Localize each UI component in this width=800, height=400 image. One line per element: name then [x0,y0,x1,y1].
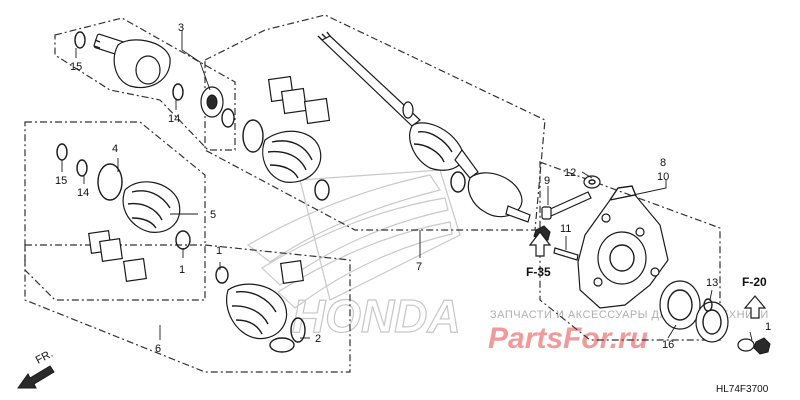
boot-kit-5 [56,143,191,282]
callout-12: 12 [564,167,576,179]
callout-15-lower: 15 [55,175,67,187]
callout-9: 9 [544,175,550,187]
callout-2: 2 [315,333,321,345]
washer-12 [583,175,601,189]
callout-6: 6 [155,343,161,355]
callout-1-right: 1 [765,321,771,333]
callout-4: 4 [112,143,118,155]
callout-1-mid: 1 [216,245,222,257]
group-box-6 [24,244,351,373]
callout-3: 3 [178,22,184,34]
snap-ring-15a [74,31,86,49]
callout-5: 5 [210,209,216,221]
group-box-8-10 [539,161,721,341]
group-box-7 [204,14,546,231]
honda-logo-watermark: HONDA [292,290,461,342]
callout-7: 7 [416,261,422,273]
knuckle-hub [577,185,669,309]
bearing-16 [659,280,729,343]
honda-wing-watermark [246,169,461,309]
ref-arrow-f20 [743,295,767,319]
boot-kit-6 [215,260,306,353]
callout-14-upper: 14 [168,113,180,125]
boot-kit-upper [242,75,331,201]
snap-ring-upper [221,108,235,128]
snap-ring-13 [703,298,713,312]
stud-11 [553,247,579,261]
leader-lines [61,30,753,341]
callout-10: 10 [657,171,669,183]
ref-label-f35: F-35 [526,265,551,279]
callout-14-lower: 14 [77,187,89,199]
callout-1-left: 1 [179,264,185,276]
callout-15-upper: 15 [70,61,82,73]
diagram-code: HL74F3700 [716,384,769,395]
ref-arrow-f35 [528,231,552,257]
callout-11: 11 [560,223,571,235]
cv-joint-outboard [93,33,171,89]
callout-8: 8 [660,157,666,169]
callout-16: 16 [662,339,674,351]
bearing-cage [200,86,224,118]
snap-ring-14a [172,83,184,101]
front-direction-label: FR. [34,348,55,367]
ref-label-f20: F-20 [742,275,767,289]
bolt-9 [541,191,592,220]
drive-shaft [317,31,531,223]
watermark-site-logo: PartsFor.ru [488,322,648,355]
washer-nut-right [737,337,771,355]
front-direction-arrow [17,365,55,389]
callout-13: 13 [706,277,718,289]
